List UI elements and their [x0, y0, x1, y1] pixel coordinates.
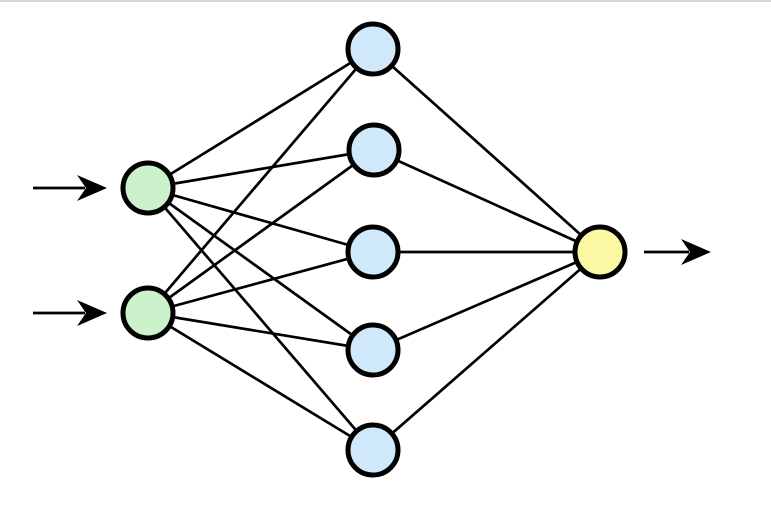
edge-input-1-hidden-2: [147, 148, 375, 190]
edge-input-1-hidden-5: [146, 187, 375, 451]
node-hidden-1: [345, 21, 401, 77]
edge-input-2-hidden-2: [147, 148, 375, 315]
input-arrow-2-head: [77, 300, 107, 326]
node-input-1: [120, 160, 176, 216]
edge-input-2-hidden-5: [147, 311, 374, 452]
edge-hidden-2-output-1: [373, 148, 601, 254]
edge-hidden-1-output-1: [372, 47, 601, 254]
output-arrow-head: [681, 239, 711, 265]
edge-hidden-4-output-1: [372, 250, 601, 352]
edge-input-2-hidden-3: [147, 250, 374, 315]
edge-input-2-hidden-1: [146, 48, 375, 314]
node-hidden-2: [346, 122, 402, 178]
input-arrow-1-head: [77, 175, 107, 201]
top-divider: [0, 0, 771, 2]
edge-input-2-hidden-4: [147, 311, 374, 352]
edge-input-1-hidden-4: [147, 186, 374, 352]
edge-input-1-hidden-3: [147, 186, 374, 254]
node-output-1: [572, 224, 628, 280]
node-input-2: [120, 285, 176, 341]
node-hidden-3: [345, 224, 401, 280]
node-hidden-5: [345, 422, 401, 478]
node-hidden-4: [345, 322, 401, 378]
edge-input-1-hidden-1: [147, 47, 374, 190]
edge-hidden-5-output-1: [372, 250, 601, 452]
